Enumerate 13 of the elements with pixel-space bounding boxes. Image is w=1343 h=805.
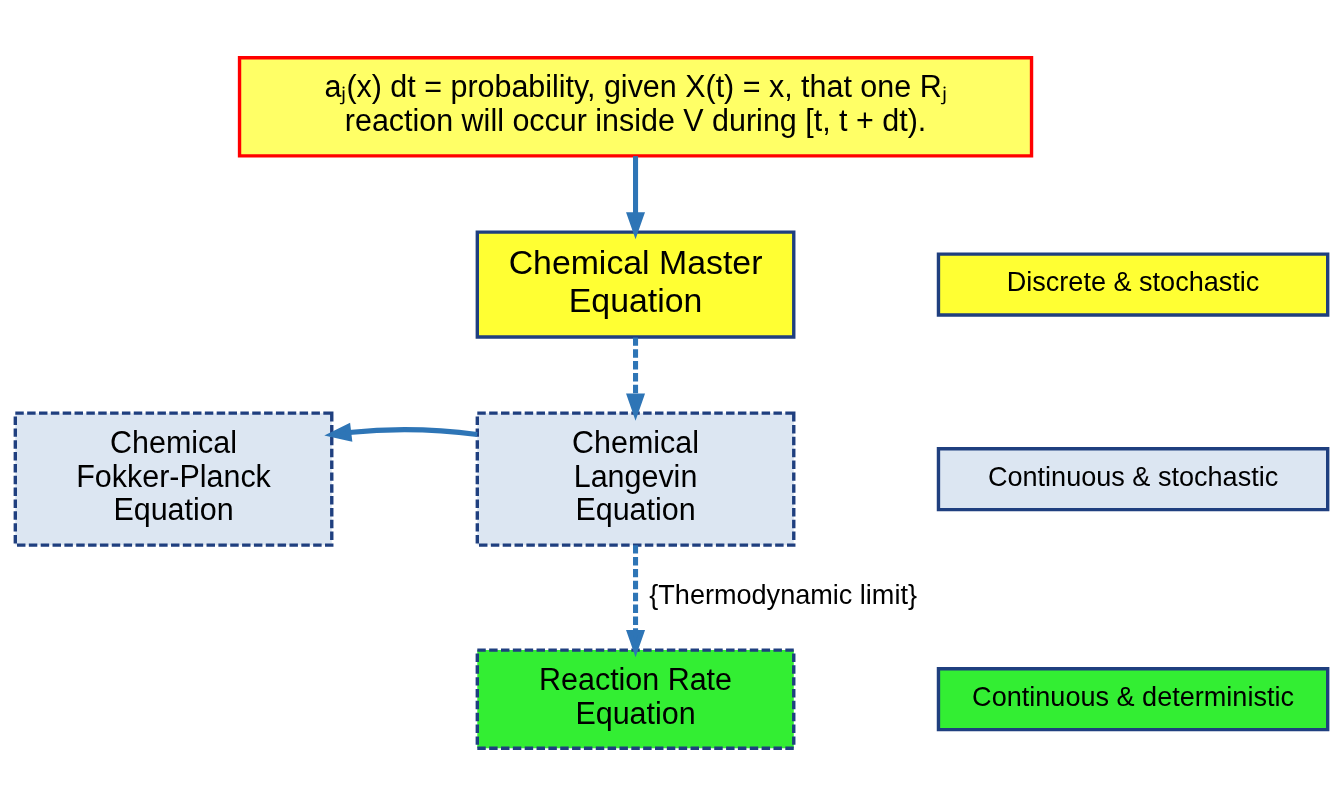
node-box: Discrete & stochastic — [936, 251, 1330, 317]
arrow — [324, 422, 478, 442]
node-box: Continuous & deterministic — [936, 666, 1330, 731]
node-box: Reaction Rate Equation — [475, 647, 796, 750]
node-box: Chemical Langevin Equation — [475, 410, 796, 547]
node-box: aⱼ(x) dt = probability, given X(t) = x, that one Rⱼ reaction will occur inside V during [t, t + dt). — [237, 55, 1034, 158]
edge-label: {Thermodynamic limit} — [649, 578, 917, 610]
arrow — [626, 155, 646, 239]
node-box: Continuous & stochastic — [936, 446, 1330, 511]
node-box: Chemical Fokker-Planck Equation — [13, 410, 334, 547]
arrow — [626, 544, 646, 657]
arrow — [626, 336, 646, 421]
node-box: Chemical Master Equation — [475, 229, 796, 339]
